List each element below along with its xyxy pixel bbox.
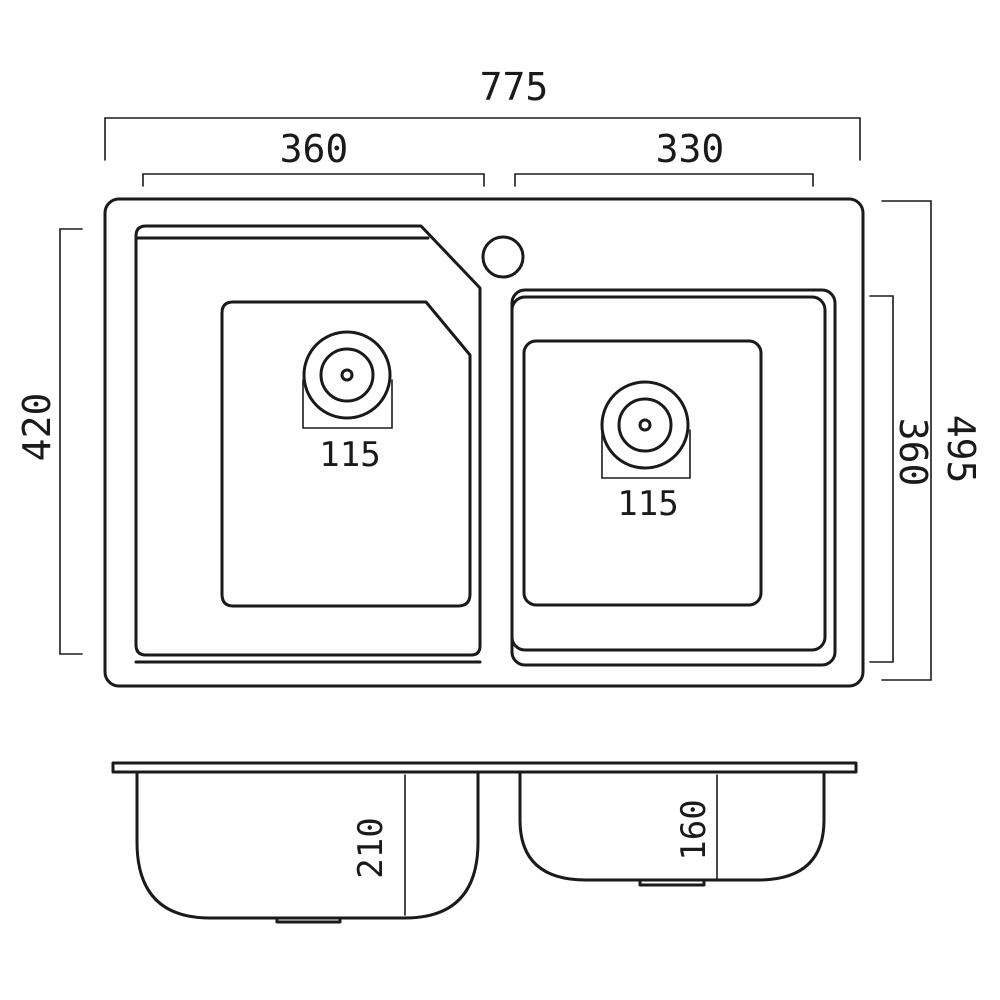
dim-line-left-length — [59, 228, 83, 655]
left-drain-inner-ring — [319, 347, 375, 403]
right-drain-outer-ring — [600, 380, 690, 470]
right-drain — [600, 380, 691, 479]
right-bowl-inner — [522, 339, 763, 607]
label-overall-depth: 495 — [939, 415, 983, 484]
dimension-lines — [59, 117, 932, 916]
label-overall-width: 775 — [480, 65, 549, 109]
dim-line-overall-depth — [881, 200, 932, 681]
sink-outer-rim — [103, 197, 865, 688]
right-bowl-rim — [510, 295, 827, 652]
dim-line-overall-width — [104, 117, 861, 161]
left-drain-dimension-bracket — [302, 379, 393, 429]
label-right-bowl-width: 330 — [656, 127, 725, 171]
right-drain-center — [638, 418, 652, 432]
dimension-labels: 775 360 330 420 360 495 115 115 210 160 — [15, 65, 983, 879]
left-drain-center — [340, 368, 354, 382]
dim-line-left-width — [142, 173, 485, 187]
side-view-rim — [111, 761, 858, 774]
side-right-bowl — [518, 770, 826, 882]
left-drain — [302, 330, 393, 429]
right-drain-dimension-bracket — [601, 429, 691, 479]
side-left-bowl — [135, 770, 480, 920]
sink-side-view — [111, 761, 858, 924]
left-bowl-inner — [220, 300, 472, 608]
left-drain-outer-ring — [302, 330, 392, 420]
label-left-drain: 115 — [319, 435, 380, 475]
label-right-bowl-depth: 160 — [674, 799, 714, 860]
left-bowl-outline — [134, 224, 482, 657]
label-right-bowl-length: 360 — [891, 418, 935, 487]
dim-line-right-length — [869, 295, 894, 663]
label-right-drain: 115 — [617, 484, 678, 524]
tap-hole — [481, 235, 525, 279]
label-left-bowl-depth: 210 — [351, 817, 391, 878]
right-drain-inner-ring — [617, 397, 673, 453]
label-left-bowl-width: 360 — [280, 127, 349, 171]
side-right-drain — [638, 878, 706, 887]
side-left-drain — [275, 916, 342, 924]
sink-top-view — [103, 197, 865, 688]
dim-line-right-width — [514, 173, 814, 187]
label-left-bowl-length: 420 — [15, 393, 59, 462]
